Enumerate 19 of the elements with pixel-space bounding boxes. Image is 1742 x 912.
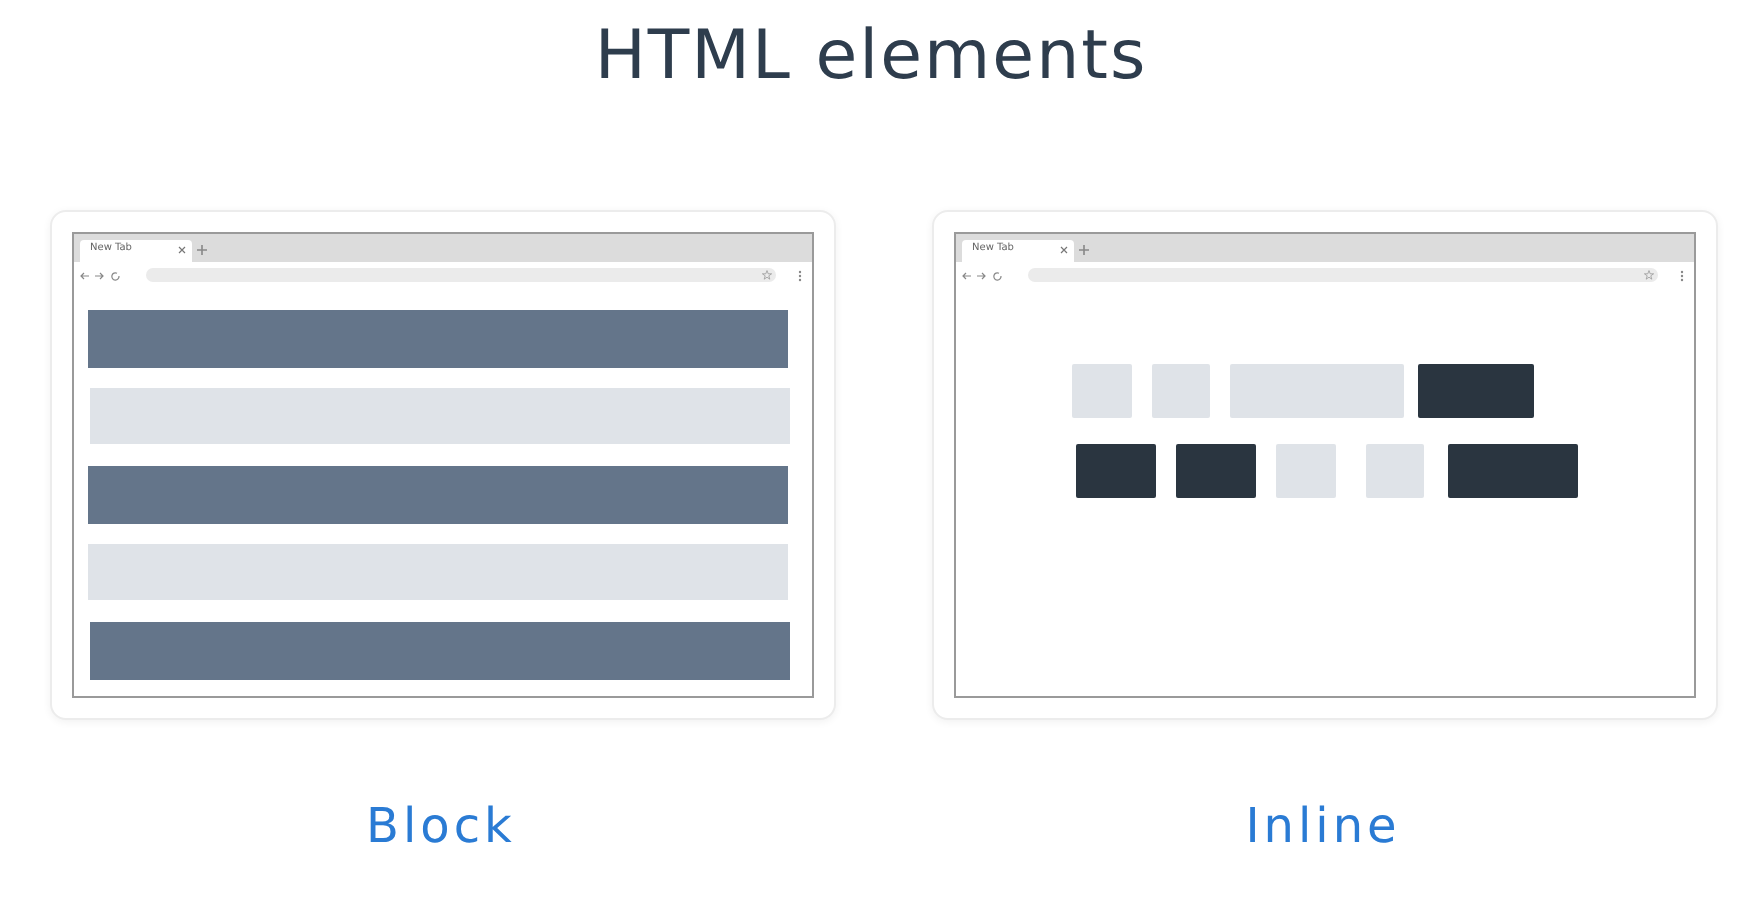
inline-element-box: [1176, 444, 1256, 498]
title: HTML elements: [592, 16, 1150, 96]
block-element-bar: [88, 466, 788, 524]
block-element-bar: [90, 388, 790, 444]
inline-element-box: [1448, 444, 1578, 498]
inline-element-box: [1366, 444, 1424, 498]
browser-tab: [80, 240, 192, 262]
browser-tab: [962, 240, 1074, 262]
inline-element-box: [1072, 364, 1132, 418]
inline-element-box: [1076, 444, 1156, 498]
inline-element-box: [1230, 364, 1404, 418]
caption-label: Block: [364, 798, 518, 854]
block-element-bar: [88, 544, 788, 600]
block-element-bar: [90, 622, 790, 680]
inline-element-box: [1152, 364, 1210, 418]
caption-label: Inline: [1243, 798, 1403, 854]
inline-element-box: [1276, 444, 1336, 498]
block-element-bar: [88, 310, 788, 368]
inline-element-box: [1418, 364, 1534, 418]
